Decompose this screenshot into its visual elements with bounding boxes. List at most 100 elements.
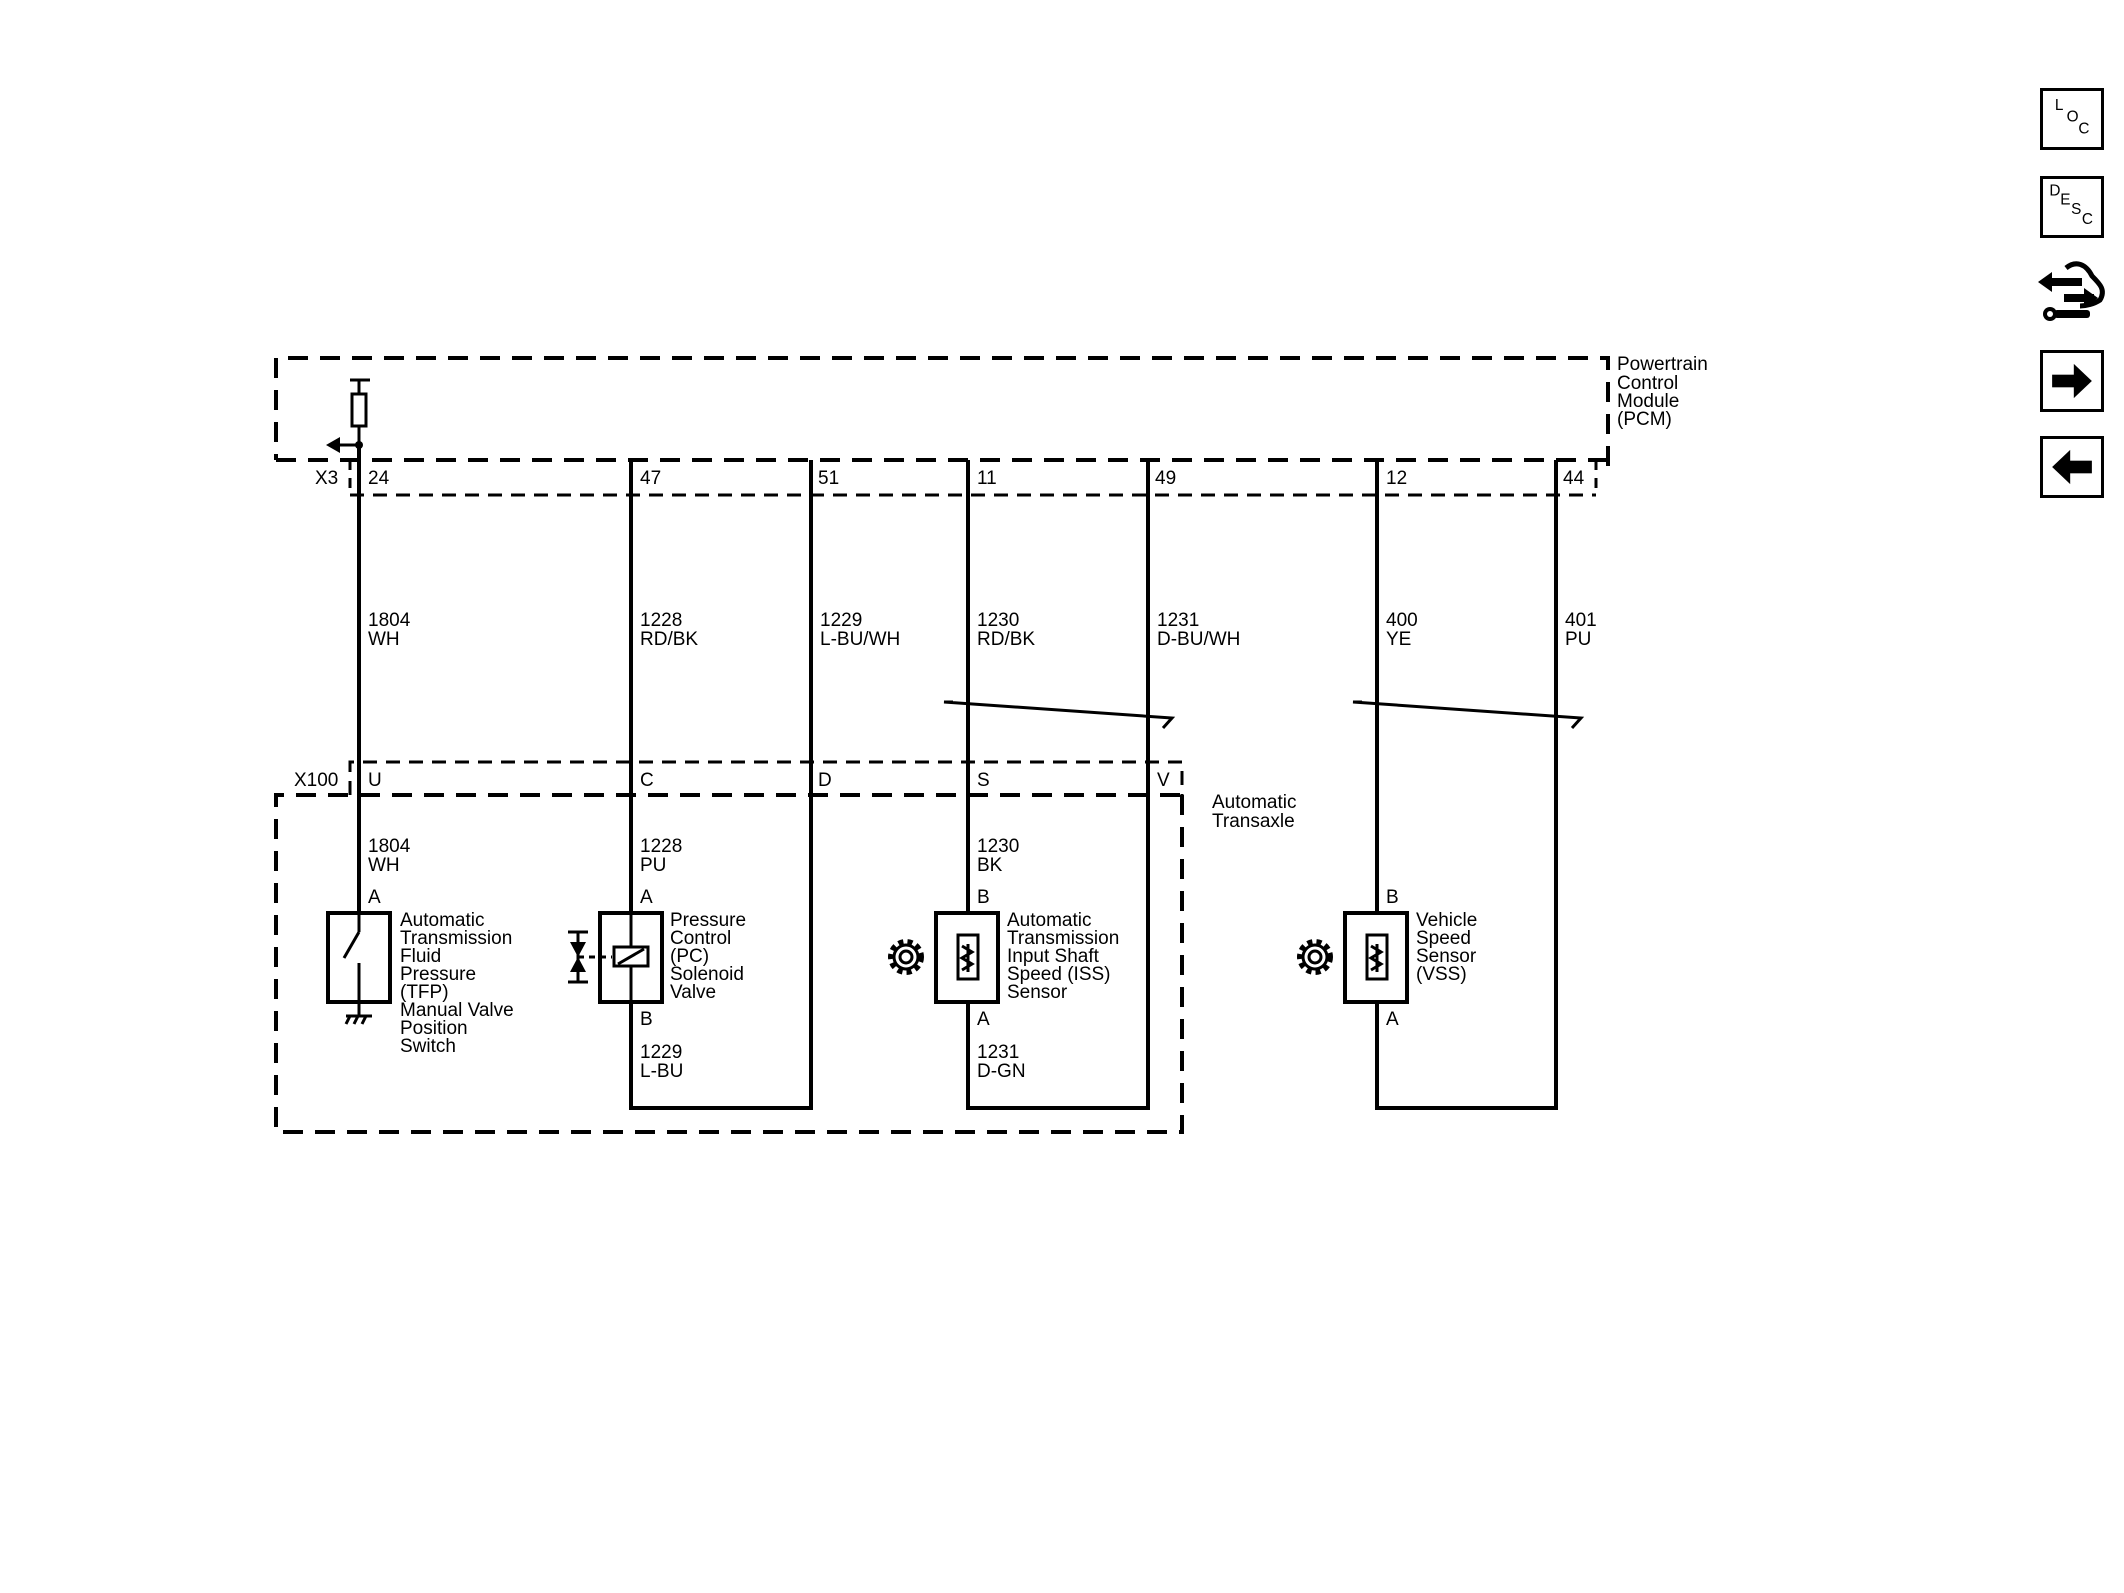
switch-contact-icon xyxy=(342,913,361,1002)
description-icon: D E S C xyxy=(2049,182,2093,228)
pcm-pin-11: 11 xyxy=(977,468,997,489)
circuit-number: 1229 xyxy=(640,1042,682,1063)
circuit-color: BK xyxy=(977,855,1003,876)
tfp-switch: A Automatic Transmission Fluid Pressure … xyxy=(326,887,514,1057)
lower-circuit-labels: 1804 WH 1228 PU 1230 BK 1229 L-BU 1231 D… xyxy=(368,836,1026,1082)
circuit-color: RD/BK xyxy=(977,629,1035,650)
desc-letter-s: S xyxy=(2071,201,2081,218)
twisted-pair-iss-icon xyxy=(943,700,1176,730)
circuit-number: 400 xyxy=(1386,610,1418,631)
pcm-label-line-3: Module xyxy=(1617,391,1679,412)
circuit-number: 1231 xyxy=(1157,610,1199,631)
pc-solenoid-pin-a: A xyxy=(640,887,653,908)
iss-label: Sensor xyxy=(1007,982,1068,1003)
vss-label: Vehicle xyxy=(1416,910,1477,931)
vss-sensor: B A Vehicle Speed Sensor (VSS) xyxy=(1297,887,1477,1030)
circuit-color: L-BU xyxy=(640,1061,683,1082)
arrow-left-icon xyxy=(2052,449,2092,485)
pcm-pin-47: 47 xyxy=(640,468,661,489)
iss-pin-a: A xyxy=(977,1009,990,1030)
tfp-label: Pressure xyxy=(400,964,476,985)
pc-solenoid-pin-b: B xyxy=(640,1009,653,1030)
pc-solenoid-valve: A B Pressure Control (PC) Solenoid Valve xyxy=(568,887,746,1030)
wire-loop-1228-1229 xyxy=(629,460,813,1110)
loc-letter-o: O xyxy=(2067,109,2079,126)
sensor-element-icon xyxy=(1365,933,1389,981)
transaxle-boundary xyxy=(274,793,1184,1134)
gear-icon xyxy=(888,939,924,975)
circuit-color: PU xyxy=(1565,629,1591,650)
wire-loop-1230-1231 xyxy=(966,460,1150,1110)
description-button[interactable]: D E S C xyxy=(2040,176,2104,238)
iss-sensor: B A Automatic Transmission Input Shaft S… xyxy=(888,887,1119,1030)
wire-loop-400-401 xyxy=(1375,460,1558,1110)
pc-solenoid-label: Pressure xyxy=(670,910,746,931)
vss-pin-b: B xyxy=(1386,887,1399,908)
tfp-label: Position xyxy=(400,1018,468,1039)
tfp-label: Manual Valve xyxy=(400,1000,514,1021)
connector-end-view-icon xyxy=(2038,261,2105,321)
circuit-color: D-GN xyxy=(977,1061,1026,1082)
twisted-pair-vss-icon xyxy=(1352,700,1585,730)
vss-label: Sensor xyxy=(1416,946,1477,967)
iss-label: Input Shaft xyxy=(1007,946,1100,967)
tfp-label: Automatic xyxy=(400,910,484,931)
pcm-label-line-4: (PCM) xyxy=(1617,409,1672,430)
iss-label: Automatic xyxy=(1007,910,1091,931)
pc-solenoid-label: Solenoid xyxy=(670,964,744,985)
circuit-color: RD/BK xyxy=(640,629,698,650)
pcm-label-line-1: Powertrain xyxy=(1617,354,1708,375)
desc-letter-c: C xyxy=(2082,211,2093,228)
circuit-number: 1804 xyxy=(368,610,411,631)
upper-circuit-labels: 1804 WH 1228 RD/BK 1229 L-BU/WH 1230 RD/… xyxy=(368,610,1597,650)
x100-pin-v: V xyxy=(1157,770,1170,791)
arrow-right-icon xyxy=(2052,363,2092,399)
vss-label: (VSS) xyxy=(1416,964,1467,985)
circuit-color: WH xyxy=(368,855,400,876)
sensor-element-icon xyxy=(956,933,980,981)
circuit-color: D-BU/WH xyxy=(1157,629,1240,650)
pc-solenoid-label: (PC) xyxy=(670,946,709,967)
circuit-number: 1231 xyxy=(977,1042,1019,1063)
pcm-pin-51: 51 xyxy=(818,468,839,489)
next-page-button[interactable] xyxy=(2040,350,2104,412)
circuit-color: L-BU/WH xyxy=(820,629,900,650)
circuit-number: 1228 xyxy=(640,610,682,631)
loc-letter-c: C xyxy=(2078,120,2089,137)
valve-actuator-icon xyxy=(568,930,588,984)
pcm-pin-12: 12 xyxy=(1386,468,1407,489)
previous-page-button[interactable] xyxy=(2040,436,2104,498)
pcm-pullup-resistor-icon xyxy=(326,378,370,453)
x100-pin-d: D xyxy=(818,770,832,791)
desc-letter-e: E xyxy=(2060,191,2070,208)
transaxle-assembly: Automatic Transaxle X100 U C D S V xyxy=(274,760,1296,1134)
pcm-boundary xyxy=(274,356,1610,466)
iss-label: Speed (ISS) xyxy=(1007,964,1111,985)
x100-connector-label: X100 xyxy=(294,770,338,791)
transaxle-label-line-2: Transaxle xyxy=(1212,811,1295,832)
x100-connector-outline xyxy=(348,760,1184,795)
vss-pin-a: A xyxy=(1386,1009,1399,1030)
connector-end-view-button[interactable] xyxy=(2036,256,2108,326)
vss-label: Speed xyxy=(1416,928,1471,949)
wires xyxy=(357,445,1558,1110)
circuit-number: 1804 xyxy=(368,836,411,857)
tfp-label: (TFP) xyxy=(400,982,449,1003)
circuit-color: YE xyxy=(1386,629,1411,650)
tfp-label: Fluid xyxy=(400,946,441,967)
circuit-color: WH xyxy=(368,629,400,650)
circuit-number: 401 xyxy=(1565,610,1597,631)
tfp-label: Switch xyxy=(400,1036,456,1057)
circuit-number: 1230 xyxy=(977,610,1019,631)
tfp-label: Transmission xyxy=(400,928,512,949)
x100-pin-s: S xyxy=(977,770,990,791)
location-button[interactable]: L O C xyxy=(2040,88,2104,150)
pc-solenoid-label: Valve xyxy=(670,982,716,1003)
x3-connector-label: X3 xyxy=(315,468,338,489)
tfp-pin-a: A xyxy=(368,887,381,908)
solenoid-coil-icon xyxy=(578,913,650,1002)
desc-letter-d: D xyxy=(2049,182,2060,199)
circuit-number: 1229 xyxy=(820,610,862,631)
x100-pin-c: C xyxy=(640,770,654,791)
